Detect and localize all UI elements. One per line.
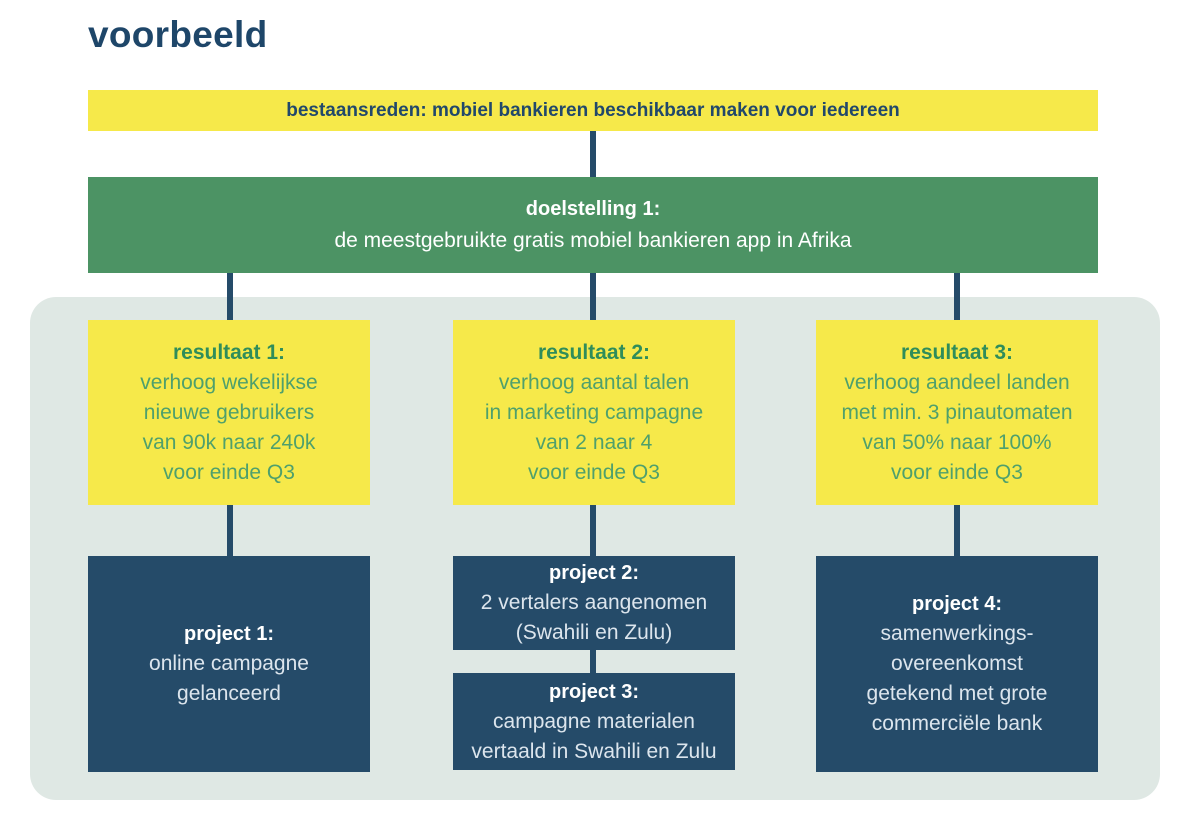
mission-banner: bestaansreden: mobiel bankieren beschikb… [88, 90, 1098, 131]
connector-result-1-to-project-1 [227, 505, 233, 556]
result-3-line: verhoog aandeel landen [844, 370, 1070, 394]
result-1-title: resultaat 1: [172, 340, 286, 364]
connector-mission-to-goal [590, 131, 596, 177]
project-1-line: online campagne [149, 652, 309, 675]
project-box-1: project 1: online campagne gelanceerd [88, 556, 370, 772]
project-4-title: project 4: [911, 593, 1003, 615]
project-box-4: project 4: samenwerkings- overeenkomst g… [816, 556, 1098, 772]
result-2-line: voor einde Q3 [528, 460, 660, 484]
result-1-line: voor einde Q3 [163, 460, 295, 484]
project-4-line: overeenkomst [891, 652, 1023, 675]
page-title: voorbeeld [88, 14, 268, 55]
result-3-line: voor einde Q3 [891, 460, 1023, 484]
result-1-line: verhoog wekelijkse [140, 370, 318, 394]
connector-project-2-to-project-3 [590, 650, 596, 673]
project-3-title: project 3: [548, 680, 640, 703]
result-3-title: resultaat 3: [900, 340, 1014, 364]
result-1-line: nieuwe gebruikers [143, 400, 315, 424]
result-2-line: van 2 naar 4 [535, 430, 653, 454]
result-3-line: met min. 3 pinautomaten [841, 400, 1073, 424]
project-2-line: 2 vertalers aangenomen [480, 591, 708, 614]
result-1-line: van 90k naar 240k [142, 430, 316, 454]
project-3-line: campagne materialen [493, 709, 695, 733]
project-box-2: project 2: 2 vertalers aangenomen (Swahi… [453, 556, 735, 650]
project-4-line: getekend met grote [866, 682, 1048, 705]
result-2-line: verhoog aantal talen [498, 370, 690, 394]
project-3-line: vertaald in Swahili en Zulu [471, 739, 717, 763]
result-box-1: resultaat 1: verhoog wekelijkse nieuwe g… [88, 320, 370, 505]
connector-goal-to-result-2 [590, 273, 596, 320]
project-4-line: samenwerkings- [880, 622, 1034, 645]
result-2-title: resultaat 2: [537, 340, 651, 364]
project-1-line: gelanceerd [177, 682, 281, 705]
goal-title: doelstelling 1: [525, 198, 661, 220]
connector-result-2-to-project-2 [590, 505, 596, 556]
goal-line: de meestgebruikte gratis mobiel bankiere… [334, 229, 852, 252]
result-2-line: in marketing campagne [484, 400, 704, 424]
result-box-2: resultaat 2: verhoog aantal talen in mar… [453, 320, 735, 505]
project-2-title: project 2: [548, 562, 640, 584]
project-2-line: (Swahili en Zulu) [515, 621, 673, 644]
result-box-3: resultaat 3: verhoog aandeel landen met … [816, 320, 1098, 505]
connector-goal-to-result-1 [227, 273, 233, 320]
project-1-title: project 1: [183, 623, 275, 645]
project-4-line: commerciële bank [871, 712, 1043, 735]
goal-box: doelstelling 1: de meestgebruikte gratis… [88, 177, 1098, 273]
project-box-3: project 3: campagne materialen vertaald … [453, 673, 735, 770]
mission-label: bestaansreden: mobiel bankieren beschikb… [286, 99, 900, 121]
result-3-line: van 50% naar 100% [862, 430, 1052, 454]
connector-goal-to-result-3 [954, 273, 960, 320]
connector-result-3-to-project-4 [954, 505, 960, 556]
